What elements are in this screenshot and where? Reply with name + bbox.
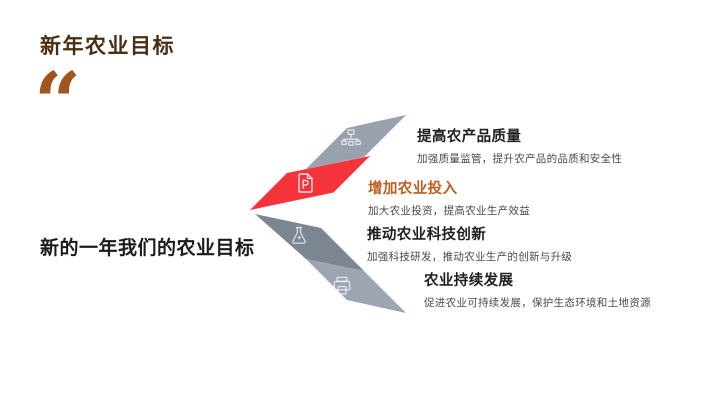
flask-icon	[292, 226, 306, 244]
goal-title: 增加农业投入	[368, 181, 458, 197]
chevron-segment-sustain	[306, 259, 406, 313]
goal-item-quality: 提高农产品质量 加强质量监管，提升农产品的品质和安全性	[417, 125, 717, 166]
goal-item-investment: 增加农业投入 加大农业投资，提高农业生产效益	[368, 177, 668, 218]
chevron-segment-innovation	[255, 214, 364, 271]
chevron-segment-investment	[250, 156, 370, 210]
goal-description: 促进农业可持续发展，保护生态环境和土地资源	[424, 297, 651, 309]
goal-title: 农业持续发展	[424, 273, 514, 289]
goal-title: 推动农业科技创新	[367, 227, 487, 243]
page-title: 新年农业目标	[40, 35, 175, 58]
sitemap-icon	[341, 129, 361, 146]
goal-description: 加强科技研发，推动农业生产的创新与升级	[367, 251, 573, 263]
left-statement: 新的一年我们的农业目标	[40, 238, 255, 259]
document-p-icon	[298, 173, 313, 193]
chevron-diagram	[250, 115, 406, 313]
goal-item-sustain: 农业持续发展 促进农业可持续发展，保护生态环境和土地资源	[424, 269, 720, 310]
goal-title: 提高农产品质量	[417, 129, 522, 145]
printer-icon	[333, 276, 351, 295]
goal-item-innovation: 推动农业科技创新 加强科技研发，推动农业生产的创新与升级	[367, 223, 667, 264]
quote-mark-icon: “	[34, 55, 82, 151]
goal-description: 加强质量监管，提升农产品的品质和安全性	[417, 153, 623, 165]
goal-description: 加大农业投资，提高农业生产效益	[368, 205, 530, 217]
